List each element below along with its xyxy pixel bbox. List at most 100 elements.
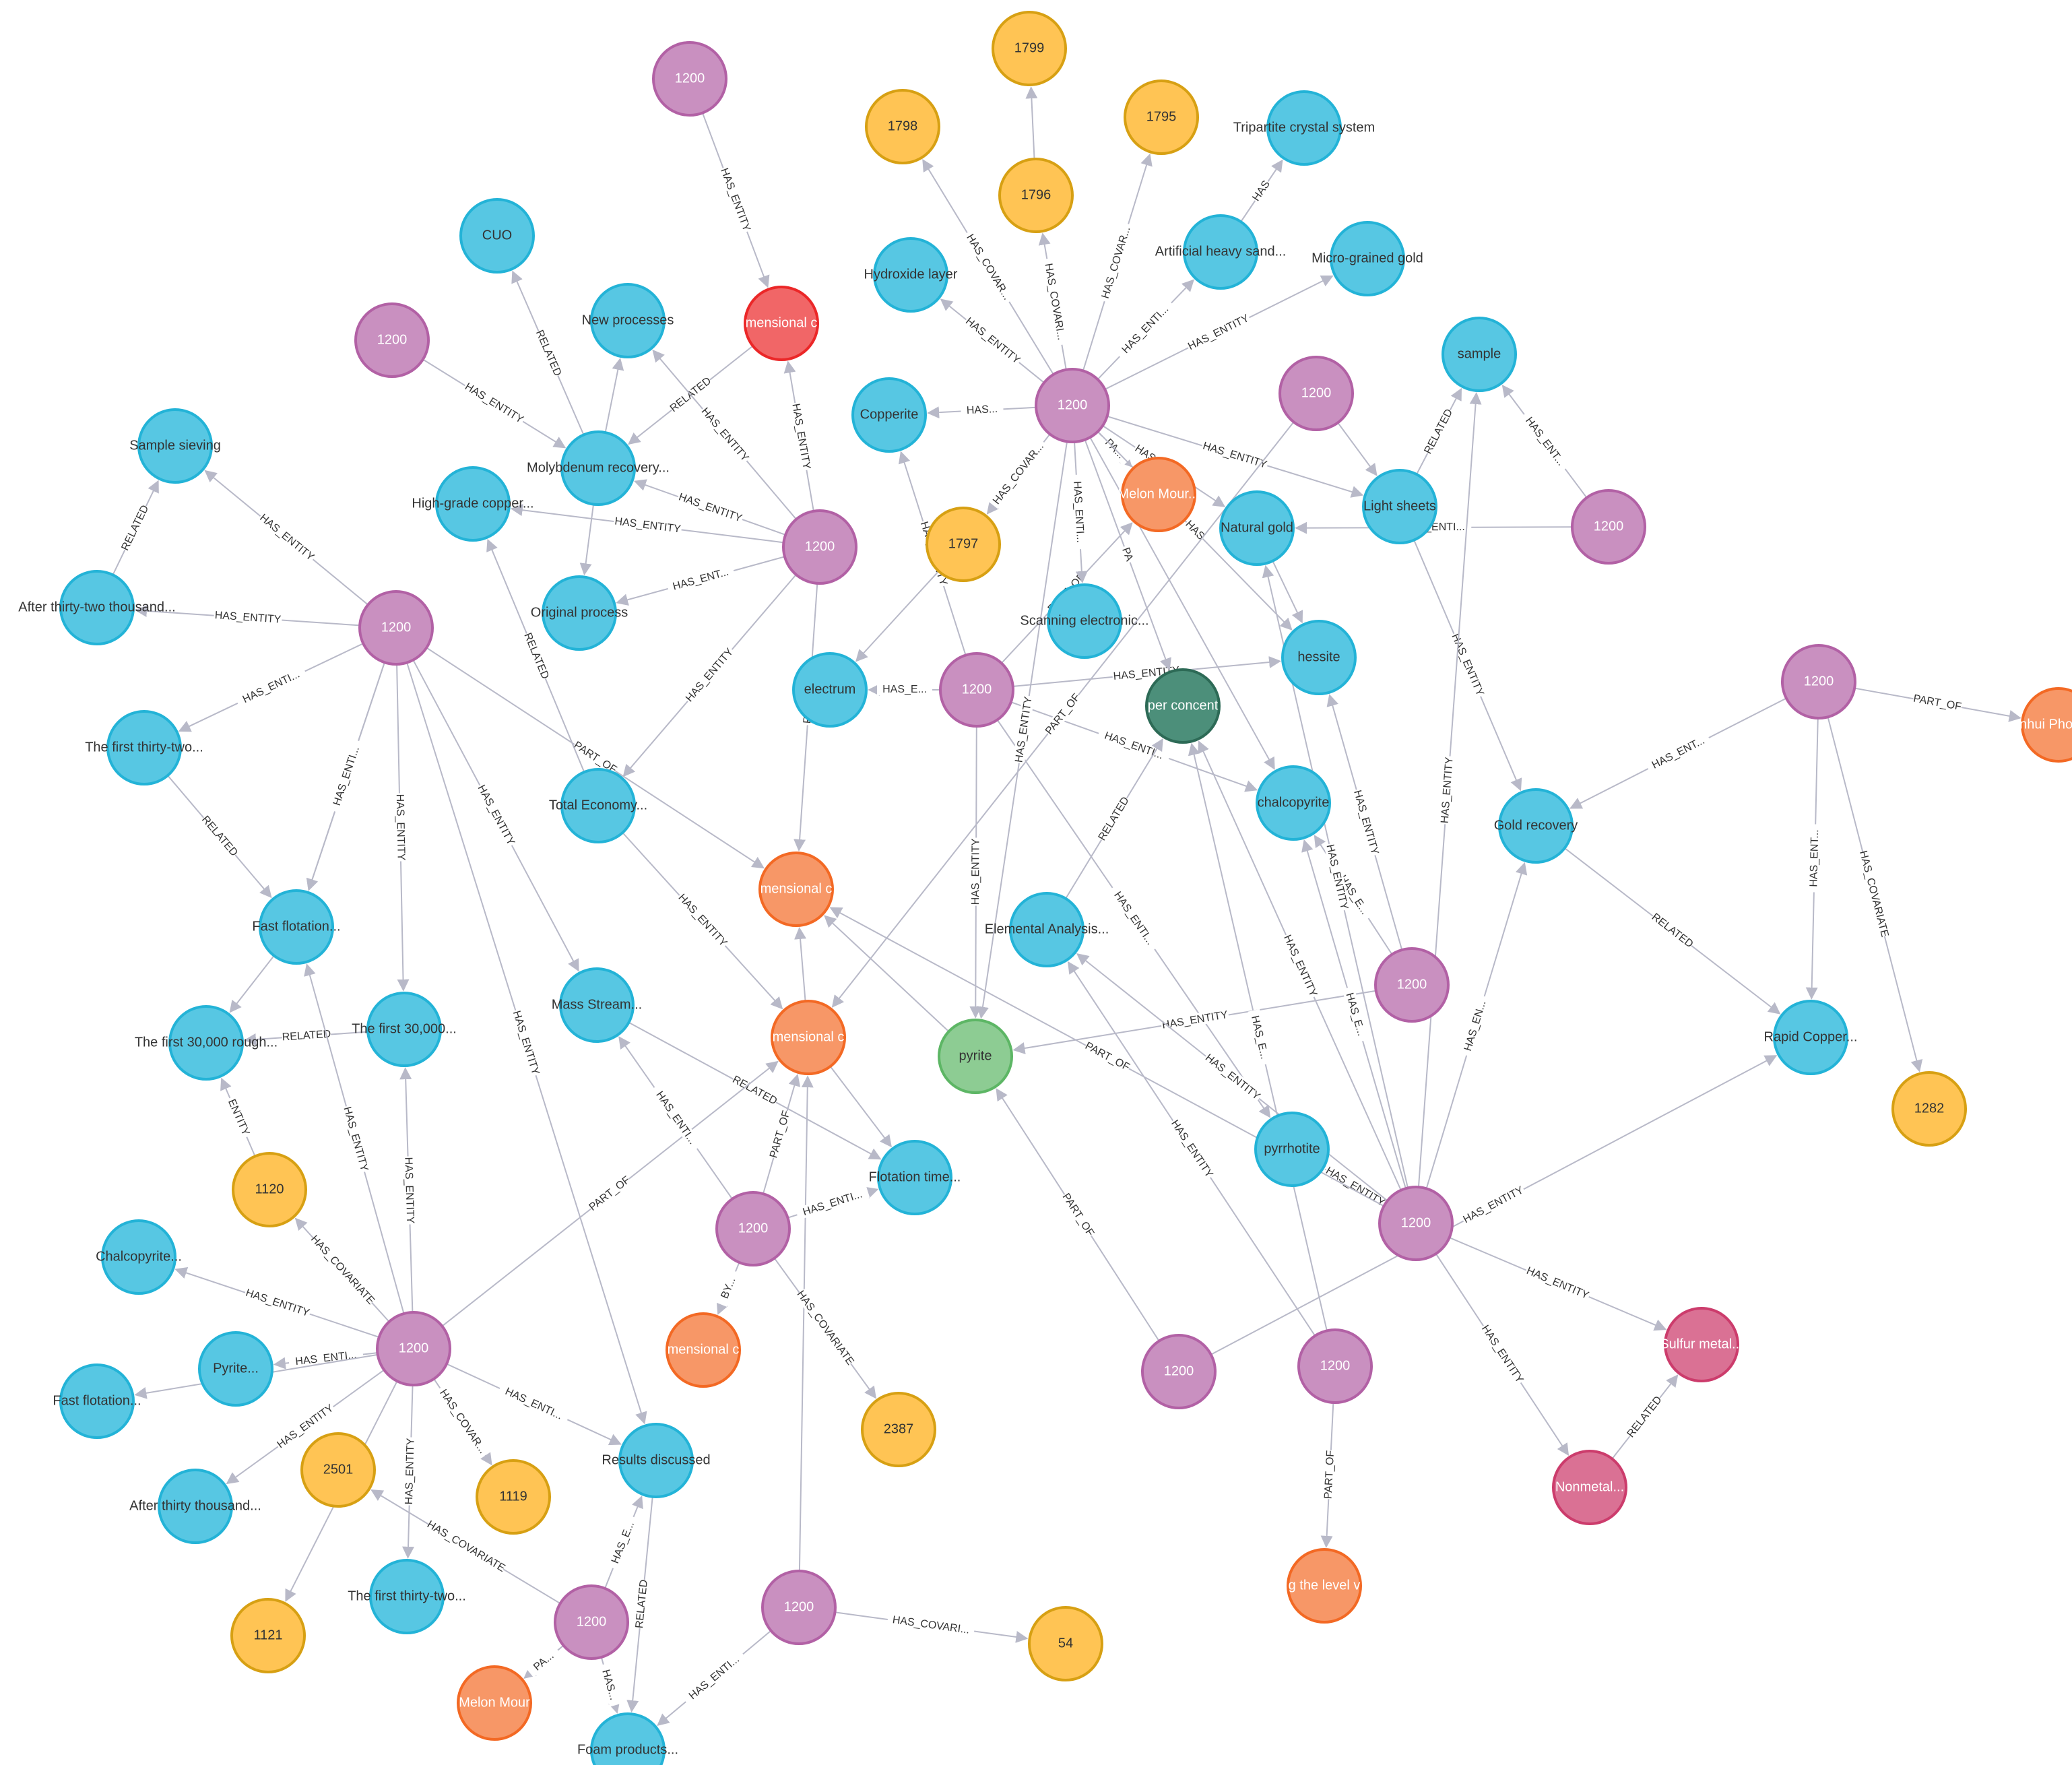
edge-moly-to-origproc[interactable] [579,504,595,576]
node-circle[interactable] [1330,221,1405,296]
edge-md3-to-md2[interactable] [794,927,807,1002]
node-sulfur[interactable]: Sulfur metal... [1660,1307,1743,1382]
node-y1795[interactable]: 1795 [1124,79,1199,155]
node-cuo[interactable]: CUO [459,198,535,274]
node-circle[interactable] [666,1312,741,1388]
node-circle[interactable] [792,652,868,728]
node-circle[interactable] [1781,644,1856,719]
node-circle[interactable] [1378,1186,1454,1261]
edge-p_hub-to-chalco[interactable] [1089,437,1275,770]
node-circle[interactable] [1256,765,1331,841]
node-flottime[interactable]: Flotation time... [869,1140,961,1215]
node-tripartite[interactable]: Tripartite crystal system [1233,90,1375,166]
node-newproc[interactable]: New processes [582,283,674,358]
node-circle[interactable] [744,286,819,361]
node-p_cen[interactable]: 1200 [939,652,1014,728]
node-first30r[interactable]: The first 30,000 rough... [135,1005,278,1081]
node-circle[interactable] [938,1019,1013,1094]
node-pyrrhotite[interactable]: pyrrhotite [1254,1112,1330,1187]
node-circle[interactable] [782,509,857,585]
node-circle[interactable] [1141,1334,1217,1409]
node-circle[interactable] [1124,79,1199,155]
node-circle[interactable] [1664,1307,1739,1382]
node-circle[interactable] [369,1559,445,1634]
edge-md3-to-flottime[interactable] [829,1066,893,1148]
node-circle[interactable] [1442,317,1517,392]
node-circle[interactable] [1773,1000,1848,1075]
node-circle[interactable] [259,889,334,965]
edge-fastflot1-to-first30r[interactable] [229,955,275,1013]
node-circle[interactable] [861,1392,936,1467]
node-p_bl[interactable]: 1200 [376,1311,451,1386]
node-circle[interactable] [1219,490,1295,566]
node-totaleco[interactable]: Total Economy... [549,768,647,843]
node-highgrade[interactable]: High-grade copper... [412,466,534,542]
edge-moly-to-newproc[interactable] [604,358,624,433]
node-circle[interactable] [106,710,182,785]
node-circle[interactable] [761,1570,837,1645]
node-p_b1[interactable]: 1200 [554,1584,629,1660]
node-y1799[interactable]: 1799 [992,11,1067,86]
node-circle[interactable] [168,1005,244,1081]
node-circle[interactable] [1035,368,1110,443]
node-copconc[interactable]: per concent [1145,668,1221,744]
node-circle[interactable] [1498,788,1574,864]
node-fastflot1[interactable]: Fast flotation... [252,889,341,965]
node-melon1[interactable]: Melon Mour... [1118,457,1200,532]
node-y2501[interactable]: 2501 [300,1432,376,1508]
node-p_tr[interactable]: 1200 [1278,356,1354,431]
node-circle[interactable] [1047,583,1122,659]
node-artificial[interactable]: Artificial heavy sand... [1155,214,1287,290]
edge-p_tr-to-lightsh[interactable] [1337,422,1378,476]
node-circle[interactable] [435,466,511,542]
node-circle[interactable] [758,852,834,927]
node-natgold[interactable]: Natural gold [1219,490,1295,566]
node-copperite[interactable]: Copperite [851,377,927,453]
node-fastflot2[interactable]: Fast flotation... [53,1363,141,1439]
edge-pyrite-to-md2[interactable] [824,915,950,1032]
node-circle[interactable] [873,237,948,313]
node-micro[interactable]: Micro-grained gold [1312,221,1423,296]
node-circle[interactable] [230,1598,306,1673]
node-circle[interactable] [542,575,617,651]
node-moly[interactable]: Molybdenum recovery... [527,430,670,506]
node-md4[interactable]: mensional c [666,1312,741,1388]
node-p_b2[interactable]: 1200 [761,1570,837,1645]
node-p_b3[interactable]: 1200 [1297,1328,1373,1404]
node-y1120[interactable]: 1120 [232,1152,307,1227]
edge-natgold-to-hessite[interactable] [1272,560,1303,624]
node-p_mid[interactable]: 1200 [782,509,857,585]
node-scanning[interactable]: Scanning electronic... [1020,583,1149,659]
edge-p_b2-to-md3[interactable] [798,1075,814,1572]
node-origproc[interactable]: Original process [531,575,628,651]
node-circle[interactable] [158,1469,233,1544]
node-y1121[interactable]: 1121 [230,1598,306,1673]
node-circle[interactable] [476,1459,551,1535]
node-after32[interactable]: After thirty-two thousand... [18,570,176,645]
node-circle[interactable] [358,590,434,666]
node-y1798[interactable]: 1798 [865,89,940,164]
node-p_b4[interactable]: 1200 [1141,1334,1217,1409]
node-md1[interactable]: mensional c [744,286,819,361]
node-circle[interactable] [59,570,135,645]
node-circle[interactable] [1281,620,1357,695]
node-p_top[interactable]: 1200 [652,41,727,117]
node-chalco[interactable]: chalcopyrite [1256,765,1331,841]
node-md2[interactable]: mensional c [758,852,834,927]
node-circle[interactable] [1287,1548,1362,1624]
node-circle[interactable] [354,302,430,378]
node-circle[interactable] [59,1363,135,1439]
node-p_r2[interactable]: 1200 [1374,947,1450,1023]
node-circle[interactable] [1891,1071,1967,1147]
node-circle[interactable] [101,1219,176,1295]
node-y54[interactable]: 54 [1028,1606,1103,1681]
node-first30[interactable]: The first 30,000... [352,992,457,1067]
node-lightsh[interactable]: Light sheets [1362,469,1437,544]
node-elemental[interactable]: Elemental Analysis... [985,892,1109,967]
node-p_left[interactable]: 1200 [354,302,430,378]
node-circle[interactable] [939,652,1014,728]
node-circle[interactable] [1183,214,1258,290]
node-y1796[interactable]: 1796 [998,158,1074,233]
node-circle[interactable] [652,41,727,117]
